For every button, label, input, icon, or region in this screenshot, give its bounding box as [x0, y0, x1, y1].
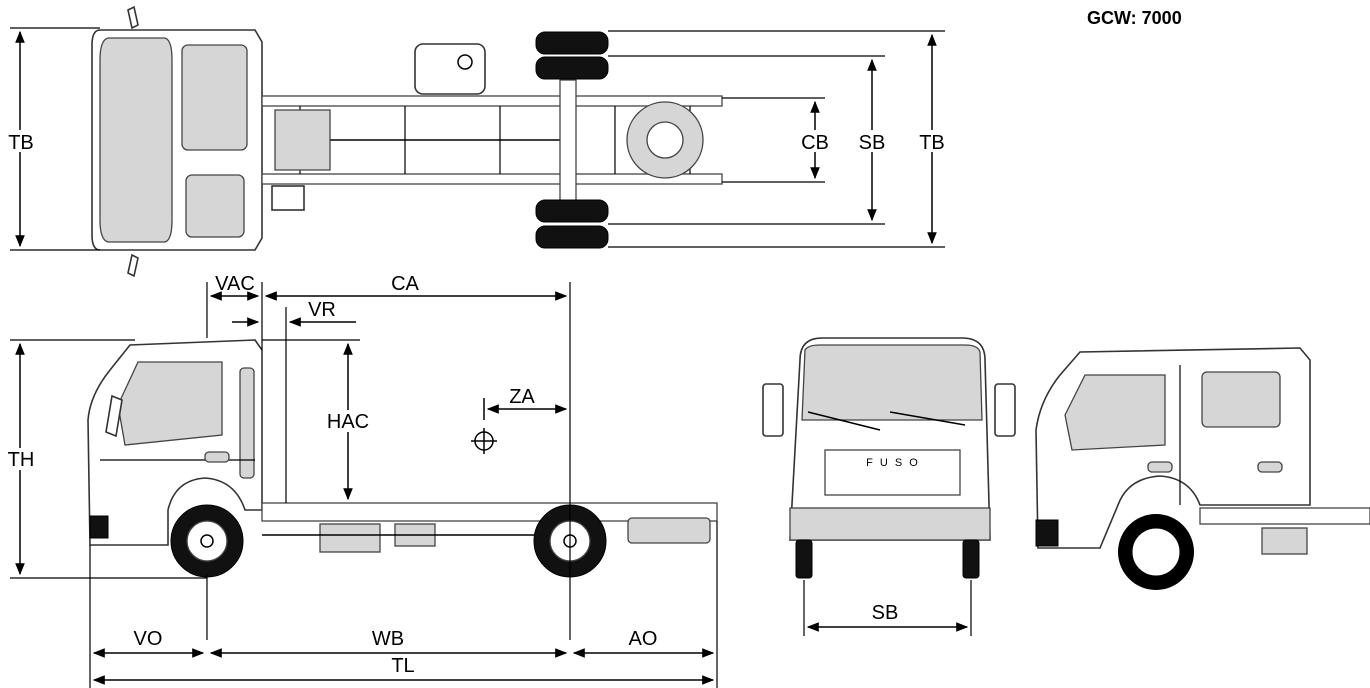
side-view: VAC CA VR HAC ZA TH VO WB AO TL: [7, 273, 718, 688]
windshield-front: [801, 344, 983, 421]
grille-front: [824, 449, 961, 496]
frame-rail-upper: [261, 95, 723, 107]
mirror-top-upper: [127, 5, 139, 30]
gcw-label: GCW: 7000: [1087, 8, 1182, 28]
battery-box-top: [271, 185, 305, 211]
engine-top: [274, 109, 331, 171]
fuel-tank-side: [319, 523, 381, 553]
rear-tire-outer-right: [535, 225, 609, 249]
tl-label: TL: [391, 655, 414, 677]
crew-cab-rear-handle: [1257, 461, 1283, 473]
chassis-frame-side: [261, 502, 718, 522]
rear-tire-outer-left: [535, 31, 609, 55]
crew-cab-frame: [1199, 507, 1370, 525]
crew-cab-rear-window: [1201, 371, 1281, 428]
rear-axle-top: [559, 79, 577, 206]
door-handle-side: [204, 451, 230, 463]
rear-tire-inner-right: [535, 199, 609, 223]
ca-label: CA: [391, 273, 419, 295]
mirror-front-left: [762, 383, 784, 437]
mirror-front-right: [994, 383, 1016, 437]
cab-rear-pillar: [239, 367, 255, 479]
front-bumper-side: [89, 515, 109, 539]
th-label: TH: [8, 449, 35, 471]
crew-cab-bumper: [1035, 519, 1059, 547]
cab-window-side: [117, 361, 223, 446]
tb-left-label: TB: [8, 132, 34, 154]
fuso-logo-text: F U S O: [866, 457, 920, 469]
vo-label: VO: [134, 628, 163, 650]
tb-right-label: TB: [919, 132, 945, 154]
cb-label: CB: [801, 132, 829, 154]
vac-label: VAC: [215, 273, 255, 295]
front-bumper: [789, 507, 991, 541]
frame-rail-lower: [261, 173, 723, 185]
ao-label: AO: [629, 628, 658, 650]
spare-carrier-side: [627, 517, 711, 544]
wb-label: WB: [372, 628, 404, 650]
mirror-top-lower: [127, 253, 139, 278]
front-tire-left: [795, 539, 813, 579]
crew-cab-front-window: [1064, 374, 1166, 451]
hac-label: HAC: [327, 411, 369, 433]
crew-cab-front-handle: [1147, 461, 1173, 473]
fuel-tank-top: [414, 43, 486, 95]
front-tire-right: [962, 539, 980, 579]
front-view: F U S O SB: [762, 337, 1016, 636]
crew-cab-side-view: [1035, 347, 1370, 590]
windshield-top: [99, 37, 173, 243]
za-label: ZA: [509, 386, 535, 408]
driver-seat-top: [181, 44, 248, 151]
sb-top-label: SB: [859, 132, 886, 154]
mirror-side: [105, 394, 123, 438]
crew-cab-tank: [1261, 527, 1308, 555]
vr-label: VR: [308, 299, 336, 321]
top-view: TB CB SB TB: [7, 5, 947, 278]
passenger-seat-top: [185, 174, 245, 238]
rear-tire-inner-left: [535, 56, 609, 80]
sb-front-label: SB: [872, 602, 899, 624]
